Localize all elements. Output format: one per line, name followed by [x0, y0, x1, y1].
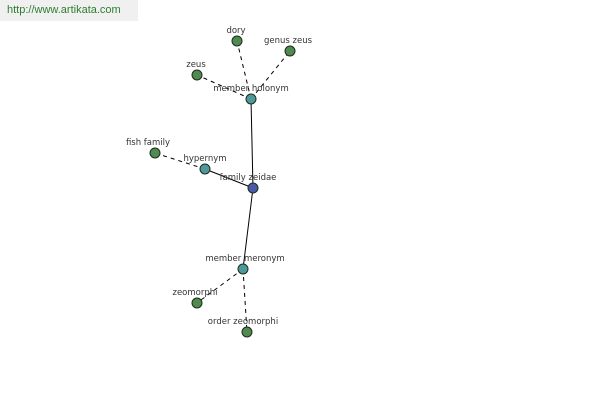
label-order-zeomorphi: order zeomorphi: [208, 317, 278, 327]
label-zeomorphi: zeomorphi: [172, 288, 217, 298]
edge-center-holonym: [250, 98, 254, 189]
node-dory[interactable]: [231, 35, 243, 47]
node-zeomorphi[interactable]: [191, 297, 203, 309]
node-family-zeidae[interactable]: [247, 182, 259, 194]
edge-center-hypernym: [204, 168, 254, 189]
label-family-zeidae: family zeidae: [220, 173, 277, 183]
label-genus-zeus: genus zeus: [264, 36, 313, 46]
label-member-meronym: member meronym: [205, 254, 284, 264]
node-member-holonym[interactable]: [245, 93, 257, 105]
edge-holonym-dory: [236, 40, 252, 100]
node-genus-zeus[interactable]: [284, 45, 296, 57]
node-hypernym[interactable]: [199, 163, 211, 175]
edge-meronym-order-zeomorphi: [242, 268, 248, 333]
label-zeus: zeus: [186, 60, 206, 70]
node-member-meronym[interactable]: [237, 263, 249, 275]
label-dory: dory: [226, 26, 245, 36]
node-zeus[interactable]: [191, 69, 203, 81]
edge-meronym-zeomorphi: [196, 268, 244, 304]
node-fish-family[interactable]: [149, 147, 161, 159]
edge-holonym-zeus: [196, 74, 252, 100]
label-member-holonym: member holonym: [213, 84, 288, 94]
label-hypernym: hypernym: [183, 154, 226, 164]
edge-hypernym-fish-family: [154, 152, 206, 170]
label-fish-family: fish family: [126, 138, 170, 148]
website-watermark[interactable]: http://www.artikata.com: [0, 0, 138, 21]
edge-center-meronym: [242, 187, 254, 270]
node-order-zeomorphi[interactable]: [241, 326, 253, 338]
edge-holonym-genus-zeus: [250, 50, 291, 100]
